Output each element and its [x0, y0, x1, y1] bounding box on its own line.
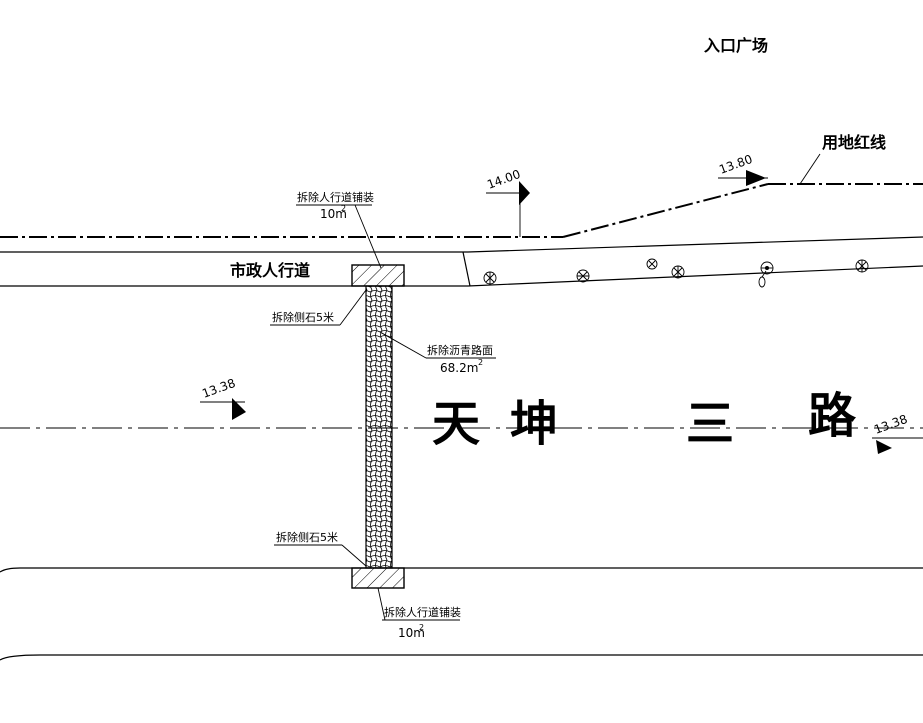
- svg-text:10m: 10m: [320, 207, 347, 221]
- svg-text:拆除侧石5米: 拆除侧石5米: [276, 530, 338, 544]
- asphalt-demolition-area: [365, 285, 393, 569]
- svg-text:13.38: 13.38: [200, 376, 237, 401]
- elevation-triangle: [519, 181, 530, 205]
- tree: [671, 265, 685, 279]
- svg-text:拆除沥青路面: 拆除沥青路面: [427, 343, 493, 357]
- callout-curb-bottom: 拆除侧石5米: [274, 530, 367, 567]
- plaza-top-edge: [467, 236, 923, 253]
- elevation-marker-1: 14.00: [485, 167, 530, 237]
- svg-text:拆除人行道铺装: 拆除人行道铺装: [384, 605, 461, 619]
- callout-top-paving: 拆除人行道铺装 10m 2: [296, 190, 382, 269]
- callout-curb-top: 拆除侧石5米: [270, 289, 367, 326]
- callout-asphalt: 拆除沥青路面 68.2m 2: [379, 331, 496, 375]
- plaza-bottom-edge: [467, 265, 923, 287]
- redline-slope: [562, 183, 769, 238]
- paving-demolition-bottom: [351, 567, 405, 589]
- entrance-plaza-label: 入口广场: [704, 36, 768, 55]
- tree: [646, 258, 658, 270]
- redline-leader: [799, 153, 821, 185]
- svg-text:14.00: 14.00: [485, 167, 522, 192]
- callout-bottom-paving: 拆除人行道铺装 10m 2: [377, 587, 461, 640]
- lamp-post: [758, 270, 767, 288]
- tree: [855, 259, 869, 273]
- elevation-marker-4: 13.38: [872, 412, 923, 454]
- elevation-triangle: [746, 170, 766, 186]
- bottom-curb-line: [0, 567, 923, 573]
- land-redline-label: 用地红线: [822, 133, 886, 152]
- road-name-char-2: 坤: [510, 396, 558, 452]
- svg-text:10m: 10m: [398, 626, 425, 640]
- svg-text:拆除人行道铺装: 拆除人行道铺装: [297, 190, 374, 204]
- svg-text:2: 2: [341, 204, 346, 213]
- road-name-char-3: 三: [686, 396, 734, 452]
- tree: [576, 269, 590, 283]
- elevation-marker-2: 13.80: [717, 152, 768, 186]
- bottom-sidewalk-line: [0, 654, 923, 661]
- svg-text:2: 2: [478, 358, 483, 367]
- svg-text:拆除侧石5米: 拆除侧石5米: [272, 310, 334, 324]
- road-name-char-4: 路: [808, 388, 857, 444]
- tree-row: [483, 258, 869, 288]
- paving-demolition-top: [351, 264, 405, 287]
- municipal-sidewalk-label: 市政人行道: [230, 261, 310, 280]
- elevation-marker-3: 13.38: [200, 376, 246, 420]
- tree: [483, 271, 497, 285]
- elevation-triangle: [876, 440, 892, 454]
- elevation-triangle: [232, 398, 246, 420]
- tree: [760, 261, 774, 275]
- svg-text:13.38: 13.38: [872, 412, 909, 437]
- svg-text:2: 2: [419, 623, 424, 632]
- road-name-char-1: 天: [432, 396, 480, 452]
- plaza-divider: [462, 251, 471, 287]
- svg-text:68.2m: 68.2m: [440, 361, 478, 375]
